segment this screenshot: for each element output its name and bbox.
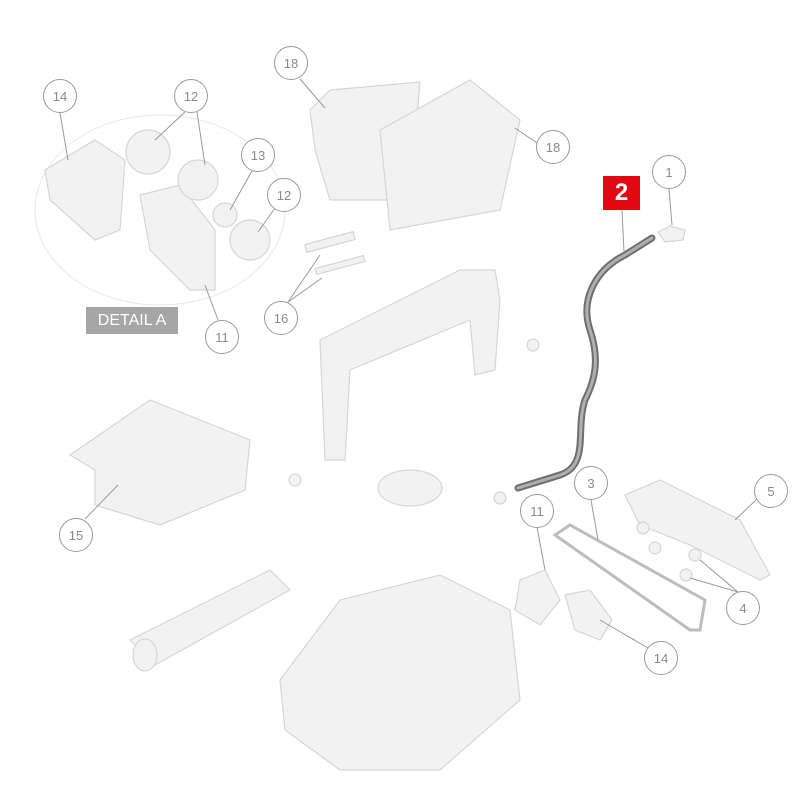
gear <box>229 219 271 261</box>
callout-4: 4 <box>726 591 760 625</box>
leader-lines <box>59 78 757 649</box>
bushing <box>679 568 693 582</box>
callout-12: 12 <box>174 79 208 113</box>
brush-clip <box>304 230 356 254</box>
callout-3: 3 <box>574 466 608 500</box>
bolt <box>526 338 540 352</box>
callout-14: 14 <box>644 641 678 675</box>
bolt <box>288 473 302 487</box>
callout-11: 11 <box>520 494 554 528</box>
impeller <box>377 469 443 507</box>
filter-cover <box>379 79 521 231</box>
gear <box>212 202 238 228</box>
gear-plate <box>564 589 613 641</box>
handle <box>319 269 501 461</box>
filter-box <box>68 399 251 526</box>
brush-clip <box>314 254 366 276</box>
hose <box>514 234 656 492</box>
bushing <box>636 521 650 535</box>
callout-18: 18 <box>536 130 570 164</box>
motor-body <box>279 574 521 771</box>
callout-16: 16 <box>264 301 298 335</box>
detail-a-label: DETAIL A <box>86 307 178 334</box>
side-plate <box>139 184 216 291</box>
roller-end <box>132 638 158 672</box>
callout-14: 14 <box>43 79 77 113</box>
gear <box>125 129 171 175</box>
track <box>552 523 707 632</box>
seal <box>493 491 507 505</box>
side-plate <box>44 139 126 241</box>
swivel <box>657 225 686 243</box>
callout-11: 11 <box>205 320 239 354</box>
callout-5: 5 <box>754 474 788 508</box>
gear-plate <box>514 569 561 626</box>
bushing <box>648 541 662 555</box>
callout-18: 18 <box>274 46 308 80</box>
callout-13: 13 <box>241 138 275 172</box>
callout-1: 1 <box>652 155 686 189</box>
callout-12: 12 <box>267 178 301 212</box>
gear <box>177 159 219 201</box>
bushing <box>688 548 702 562</box>
highlighted-part-label: 2 <box>603 176 640 210</box>
callout-15: 15 <box>59 518 93 552</box>
